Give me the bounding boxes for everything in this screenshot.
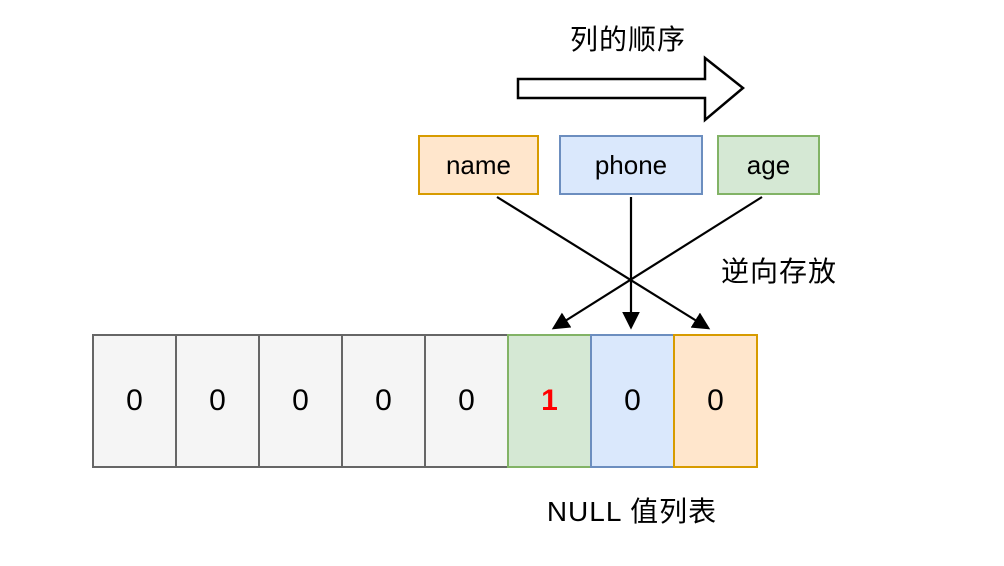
column-label-name: name (445, 149, 512, 180)
bit-cell-value-3: 0 (375, 384, 392, 417)
bit-cell-value-4: 0 (458, 384, 475, 417)
bit-cell-0: 0 (92, 334, 177, 468)
right-block-arrow-icon (516, 55, 745, 123)
bit-cell-value-0: 0 (126, 384, 143, 417)
bit-cell-value-6: 0 (624, 384, 641, 417)
bit-cell-5: 1 (507, 334, 592, 468)
null-list-caption: NULL 值列表 (546, 496, 718, 527)
bit-cell-value-2: 0 (292, 384, 309, 417)
bit-cell-2: 0 (258, 334, 343, 468)
reverse-storage-label: 逆向存放 (721, 256, 838, 287)
column-label-phone: phone (594, 149, 668, 180)
column-box-phone: phone (559, 135, 703, 195)
bit-cell-value-1: 0 (209, 384, 226, 417)
bit-cell-3: 0 (341, 334, 426, 468)
bit-cell-value-7: 0 (707, 384, 724, 417)
null-value-list-row: 0 0 0 0 0 1 0 0 (92, 334, 758, 468)
column-label-age: age (746, 149, 791, 180)
bit-cell-1: 0 (175, 334, 260, 468)
bit-cell-4: 0 (424, 334, 509, 468)
bit-cell-7: 0 (673, 334, 758, 468)
column-order-title: 列的顺序 (569, 24, 686, 55)
column-box-age: age (717, 135, 820, 195)
column-box-name: name (418, 135, 539, 195)
bit-cell-6: 0 (590, 334, 675, 468)
arrow-name-to-orange-cell (496, 196, 711, 330)
bit-cell-value-5: 1 (541, 384, 558, 417)
